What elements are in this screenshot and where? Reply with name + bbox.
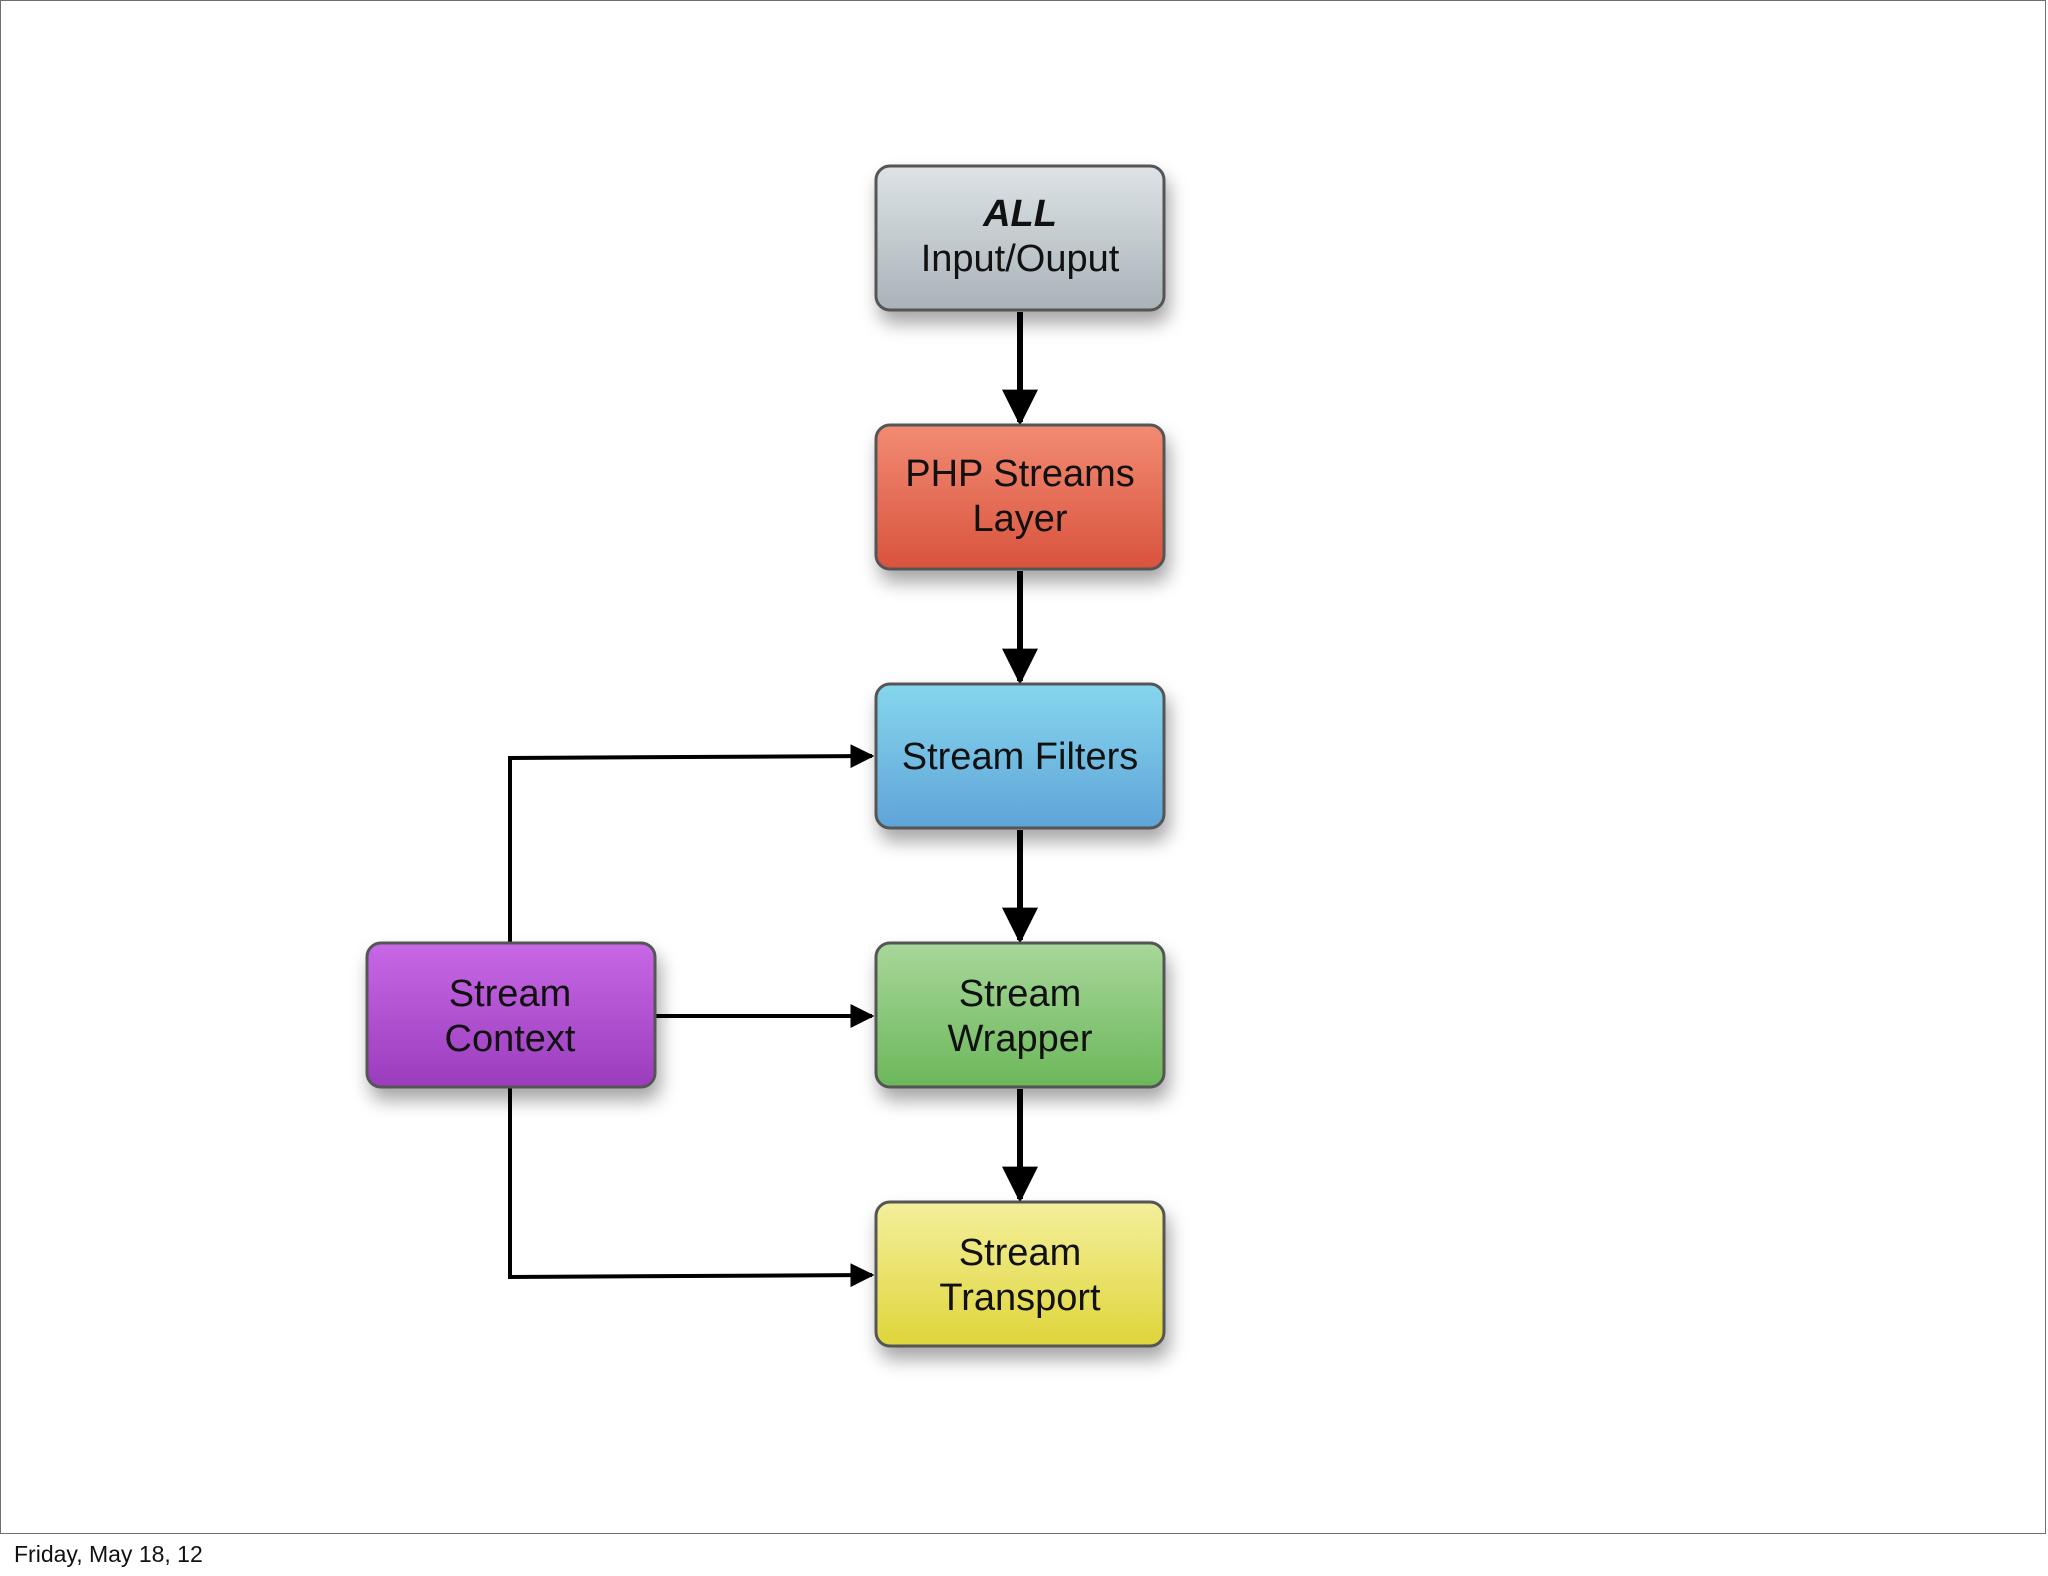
node-stream-filters: Stream Filters (874, 682, 1166, 830)
node-filters-line1: Stream Filters (902, 736, 1138, 778)
node-all-input-output: ALL Input/Ouput (874, 164, 1166, 312)
node-php-line1: PHP Streams (905, 453, 1134, 495)
node-stream-transport: Stream Transport (874, 1200, 1166, 1348)
node-php-streams-layer: PHP Streams Layer (874, 423, 1166, 571)
arrow-context-to-filters (508, 744, 875, 944)
node-all-line1: ALL (982, 193, 1057, 235)
node-context-line2: Context (445, 1018, 576, 1060)
node-stream-wrapper: Stream Wrapper (874, 941, 1166, 1089)
node-all-line2: Input/Ouput (921, 238, 1120, 280)
node-php-line2: Layer (972, 498, 1067, 540)
node-context-line1: Stream (449, 973, 571, 1015)
node-wrapper-line1: Stream (959, 973, 1081, 1015)
node-transport-line2: Transport (939, 1277, 1101, 1319)
footer-date: Friday, May 18, 12 (14, 1541, 203, 1567)
node-wrapper-line2: Wrapper (947, 1018, 1092, 1060)
node-stream-context: Stream Context (365, 941, 657, 1089)
arrow-context-to-transport (508, 1088, 875, 1288)
node-transport-line1: Stream (959, 1232, 1081, 1274)
